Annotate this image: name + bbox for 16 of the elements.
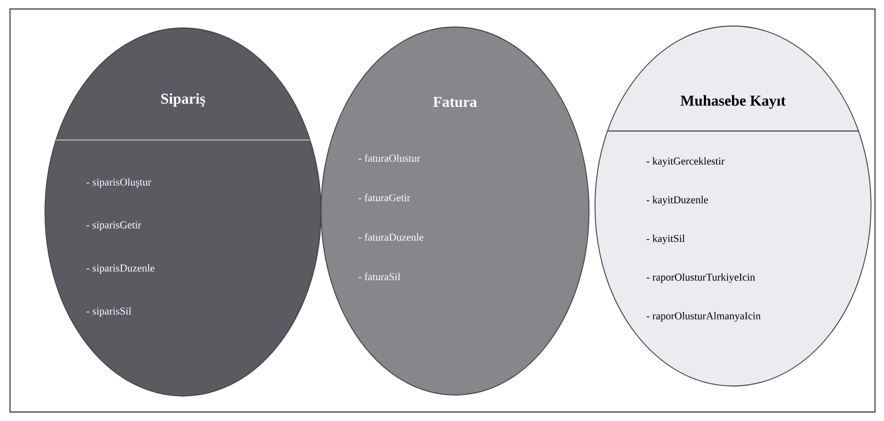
method-label: - faturaSil (358, 272, 400, 280)
class-name: Fatura (433, 97, 477, 107)
method-label: - raporOlusturTurkiyeIcin (646, 273, 756, 283)
method-label: - raporOlusturAlmanyaIcin (646, 312, 761, 322)
method-label: - kayitDuzenle (646, 196, 708, 206)
class-name: Sipariş (161, 93, 206, 107)
method-label: - siparisGetir (86, 221, 142, 231)
method-label: - kayitGerceklestir (646, 157, 725, 167)
method-label: - siparisOluştur (86, 178, 152, 188)
method-label: - siparisDuzenle (86, 264, 154, 274)
method-label: - siparisSil (86, 307, 132, 317)
method-label: - faturaGetir (358, 194, 410, 202)
method-label: - kayitSil (646, 234, 685, 244)
class-name: Muhasebe Kayıt (680, 95, 786, 109)
method-label: - faturaDuzenle (358, 233, 424, 241)
method-label: - faturaOlustur (358, 154, 420, 162)
